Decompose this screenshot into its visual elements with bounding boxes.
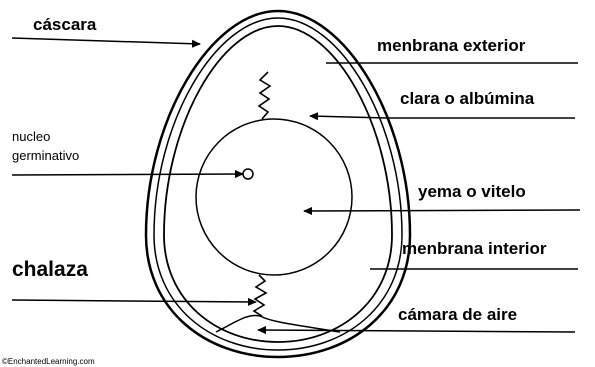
copyright-text: ©EnchantedLearning.com [2,357,95,366]
chalaza-bottom [254,275,266,316]
shell-inner [154,18,402,350]
label-yema: yema o vitelo [418,182,526,201]
outer-membrane [164,26,392,342]
label-membrana-exterior: menbrana exterior [377,36,526,55]
label-membrana-interior: menbrana interior [402,239,547,258]
label-clara: clara o albúmina [400,89,535,108]
germinal-nucleus [243,169,253,179]
camara-aire-leader [258,330,575,332]
label-chalaza: chalaza [12,258,88,281]
nucleo-leader [12,174,243,175]
label-nucleo-line2: germinativo [12,148,79,163]
chalaza-top [259,72,270,119]
yema-leader [304,210,580,211]
yolk [196,119,352,275]
label-camara-aire: cámara de aire [398,305,517,324]
clara-arrow [310,116,387,118]
label-cascara: cáscara [33,15,97,34]
chalaza-leader [12,300,256,302]
label-nucleo-line1: nucleo [12,129,50,144]
cascara-leader [12,38,200,44]
